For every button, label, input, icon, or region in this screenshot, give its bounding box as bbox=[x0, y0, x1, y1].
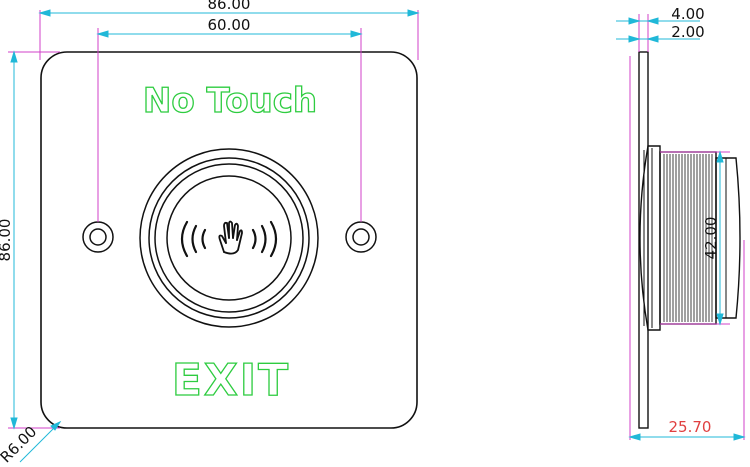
front-view: No Touch EXIT bbox=[0, 0, 420, 467]
mounting-hole-left bbox=[82, 221, 114, 253]
side-dimension-lines bbox=[616, 17, 746, 441]
dim-hole-spacing: 60.00 bbox=[208, 16, 251, 34]
side-extension-lines bbox=[629, 14, 745, 440]
faceplate-outline bbox=[40, 51, 418, 429]
dim-thread-diameter: 42.00 bbox=[702, 217, 720, 260]
dim-plate-offset: 2.00 bbox=[671, 23, 704, 41]
mounting-hole-right bbox=[345, 221, 377, 253]
side-view: 4.00 2.00 42.00 25.70 bbox=[616, 5, 746, 441]
front-dimension-lines bbox=[10, 9, 420, 463]
dim-overall-height: 86.00 bbox=[0, 219, 14, 262]
front-extension-lines bbox=[8, 10, 419, 429]
dim-overall-depth: 25.70 bbox=[669, 418, 712, 436]
hand-wave-sensor-icon bbox=[180, 220, 278, 258]
sensor-button bbox=[139, 148, 319, 328]
side-plate bbox=[638, 51, 649, 429]
exit-label: EXIT bbox=[172, 355, 290, 406]
no-touch-label: No Touch bbox=[143, 81, 317, 121]
dim-plate-thickness: 4.00 bbox=[671, 5, 704, 23]
side-bezel bbox=[639, 145, 661, 331]
dim-overall-width: 86.00 bbox=[208, 0, 251, 13]
side-nose bbox=[715, 157, 741, 319]
thread-lines bbox=[663, 154, 713, 322]
dim-corner-radius: R6.00 bbox=[0, 423, 40, 467]
